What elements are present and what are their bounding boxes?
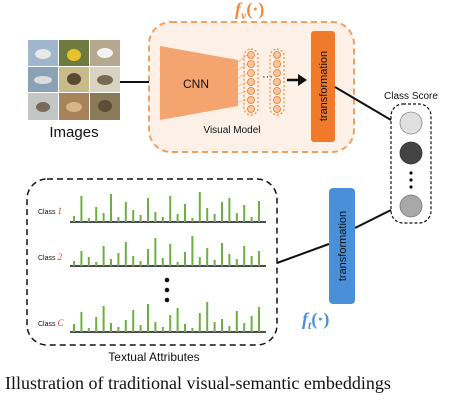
connector-text-score	[354, 209, 392, 229]
arrow-head-icon	[298, 74, 307, 86]
images-label: Images	[49, 124, 98, 141]
textual-attributes-label: Textual Attributes	[108, 350, 199, 364]
attribute-bars	[73, 192, 260, 222]
cnn-block	[160, 46, 238, 120]
attribute-bars	[73, 236, 260, 266]
visual-model-label: Visual Model	[203, 125, 260, 136]
figure-caption: Illustration of traditional visual-seman…	[5, 373, 391, 393]
attribute-bars	[73, 302, 260, 332]
class-score-label: Class Score	[384, 91, 438, 102]
text-transformation-label: transformation	[337, 211, 349, 281]
text-function-label: ft(·)	[302, 309, 329, 332]
score-circle-3	[399, 194, 423, 218]
neuron-fanout	[237, 54, 248, 103]
bar-row-2: Class 2	[38, 236, 266, 267]
bar-row-1: Class 1	[38, 192, 266, 223]
connector-visual-score	[334, 86, 392, 121]
class-label: Class 1	[38, 206, 62, 216]
cnn-label: CNN	[183, 77, 209, 91]
visual-transformation-block	[311, 31, 335, 142]
visual-transformation-label: transformation	[318, 51, 330, 121]
textual-attributes-box	[26, 178, 278, 346]
score-ellipsis-dot	[409, 171, 413, 175]
connector-attributes	[276, 243, 330, 264]
bar-row-3: Class C	[38, 302, 266, 333]
score-circle-1	[399, 111, 423, 135]
visual-function-label: fv(·)	[235, 0, 264, 22]
text-transformation-block	[329, 188, 355, 304]
diagram: fv(·) Images CNN	[26, 0, 438, 364]
neuron-column-1	[243, 48, 259, 116]
vertical-ellipsis	[164, 277, 170, 303]
score-ellipsis-dot	[409, 178, 413, 182]
class-label: Class C	[38, 318, 64, 328]
score-circle-2	[399, 141, 423, 165]
image-collage	[28, 40, 120, 120]
class-label: Class 2	[38, 252, 62, 262]
neuron-ellipsis: ···	[262, 71, 273, 83]
neuron-column-2	[269, 48, 285, 116]
score-ellipsis-dot	[409, 185, 413, 189]
